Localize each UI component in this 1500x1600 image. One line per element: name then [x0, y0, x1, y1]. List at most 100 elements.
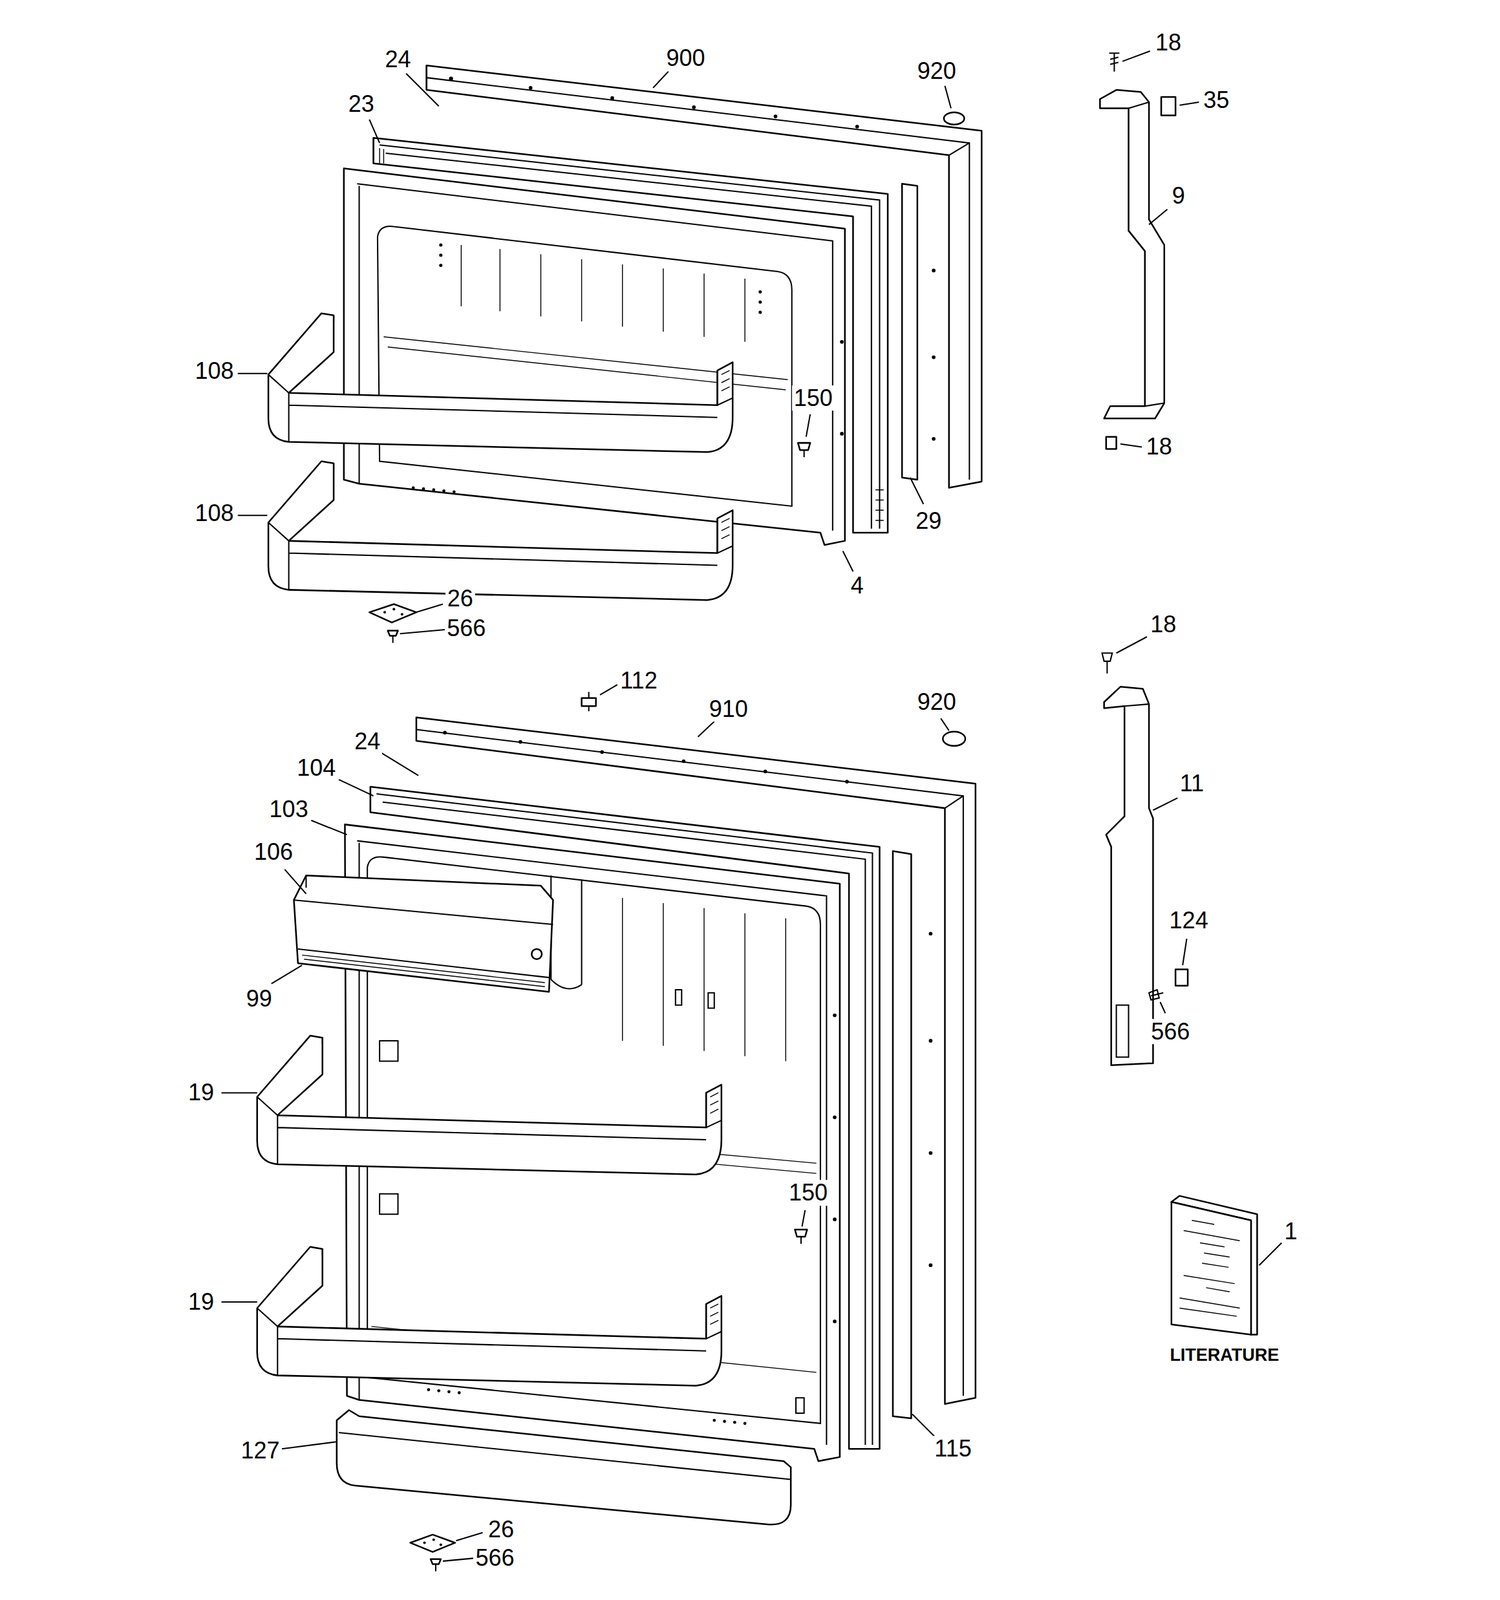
- handle-top: [1099, 89, 1164, 419]
- leader-line: [653, 71, 669, 88]
- fresh-food-door-outer: [518, 740, 523, 745]
- door-liner: [758, 300, 762, 304]
- door-bar: [336, 1410, 791, 1525]
- leader-line: [1159, 1002, 1166, 1014]
- leader-line: [940, 718, 950, 731]
- leader-line: [1152, 797, 1178, 811]
- leader-line: [442, 1558, 476, 1562]
- door-liner: [431, 488, 436, 492]
- leader-line: [406, 73, 440, 107]
- literature-booklet: [1179, 1220, 1240, 1317]
- fresh-food-door-outer: [442, 730, 447, 735]
- leader-line: [1120, 444, 1142, 448]
- leader-line: [221, 51, 1282, 1562]
- door-liner: [447, 1390, 451, 1394]
- leader-line: [912, 1414, 935, 1438]
- hinge: [422, 1541, 426, 1544]
- door-liner: [343, 168, 846, 546]
- callout-number: 9: [1170, 182, 1188, 209]
- screw: [797, 442, 811, 458]
- freezer-door-outer: [855, 124, 860, 129]
- door-liner: [343, 168, 846, 546]
- hinge: [387, 631, 399, 637]
- screw: [797, 442, 811, 450]
- door-shelf: [257, 1035, 722, 1386]
- hinge: [369, 603, 417, 643]
- hinge: [392, 607, 396, 611]
- callout-number: 124: [1167, 907, 1211, 934]
- door-liner: [675, 989, 715, 1008]
- callout-number: 19: [186, 1289, 216, 1316]
- freezer-door-outer: [528, 85, 533, 90]
- handle-bottom: [1104, 686, 1154, 1066]
- callout-number: 150: [786, 1179, 830, 1206]
- leader-line: [910, 477, 924, 505]
- handle-top: [1106, 437, 1117, 450]
- leader-line: [944, 85, 951, 109]
- door-strip: [901, 183, 918, 480]
- leader-line: [400, 629, 445, 634]
- fresh-food-door-outer: [682, 759, 686, 764]
- leader-line: [237, 514, 268, 516]
- hinge: [430, 1559, 441, 1565]
- freezer-door-outer: [691, 105, 696, 110]
- dairy-door: [294, 875, 554, 992]
- fresh-food-door-outer: [600, 750, 604, 754]
- callout-number: 910: [707, 696, 750, 723]
- hinge: [383, 610, 386, 614]
- door-strip: [892, 850, 911, 1418]
- callout-number: 127: [238, 1437, 282, 1464]
- door-liner: [550, 875, 582, 989]
- freezer-door-outer: [610, 96, 615, 101]
- callout-number: 115: [932, 1435, 974, 1462]
- leader-line: [698, 721, 715, 738]
- handle-bottom: [1101, 653, 1113, 674]
- leader-line: [843, 550, 854, 572]
- callout-number: 18: [1144, 433, 1175, 460]
- door-liner: [622, 898, 787, 1062]
- door-liner: [439, 253, 443, 257]
- screw: [581, 691, 808, 1244]
- screw: [803, 450, 805, 458]
- freezer-door-outer: [931, 355, 936, 360]
- leader-line: [1182, 938, 1187, 966]
- door-shelf: [257, 1035, 722, 1175]
- leader-line: [381, 753, 419, 776]
- callout-number: 23: [346, 91, 377, 118]
- hinge: [400, 612, 404, 616]
- handle-bottom: [1148, 989, 1164, 1001]
- handle-bottom: [1116, 1005, 1129, 1058]
- callout-number: 18: [1153, 29, 1184, 56]
- callout-number: 108: [192, 500, 236, 527]
- door-shelf: [257, 1247, 722, 1387]
- leader-line: [281, 1441, 337, 1449]
- handle-bottom: [1101, 653, 1188, 1066]
- callout-number: 24: [382, 46, 413, 73]
- callout-number: 19: [186, 1079, 216, 1106]
- door-strip: [901, 183, 918, 480]
- door-liner: [758, 290, 762, 294]
- leader-line: [801, 1210, 805, 1227]
- hinge: [409, 1534, 455, 1553]
- hinge: [439, 1543, 443, 1547]
- hinge: [369, 603, 417, 622]
- callout-number: 29: [913, 508, 944, 535]
- callout-number: 566: [1148, 1018, 1192, 1045]
- handle-bottom: [1175, 969, 1188, 986]
- leader-line: [271, 965, 302, 984]
- literature-booklet: [1171, 1196, 1258, 1336]
- handle-top: [1128, 102, 1165, 407]
- callout-number: 112: [618, 667, 659, 694]
- leader-line: [455, 1532, 483, 1542]
- handle-top: [1109, 53, 1120, 72]
- hole-plug: [942, 731, 966, 747]
- hinge: [409, 1534, 455, 1572]
- door-shelf: [268, 313, 733, 600]
- literature-booklet: [1171, 1201, 1252, 1335]
- callout-number: 26: [486, 1516, 516, 1543]
- callout-number: 99: [244, 985, 275, 1012]
- callout-number: 11: [1178, 770, 1206, 797]
- fresh-food-door-outer: [763, 769, 768, 774]
- leader-line: [1116, 636, 1147, 654]
- leader-line: [284, 869, 306, 895]
